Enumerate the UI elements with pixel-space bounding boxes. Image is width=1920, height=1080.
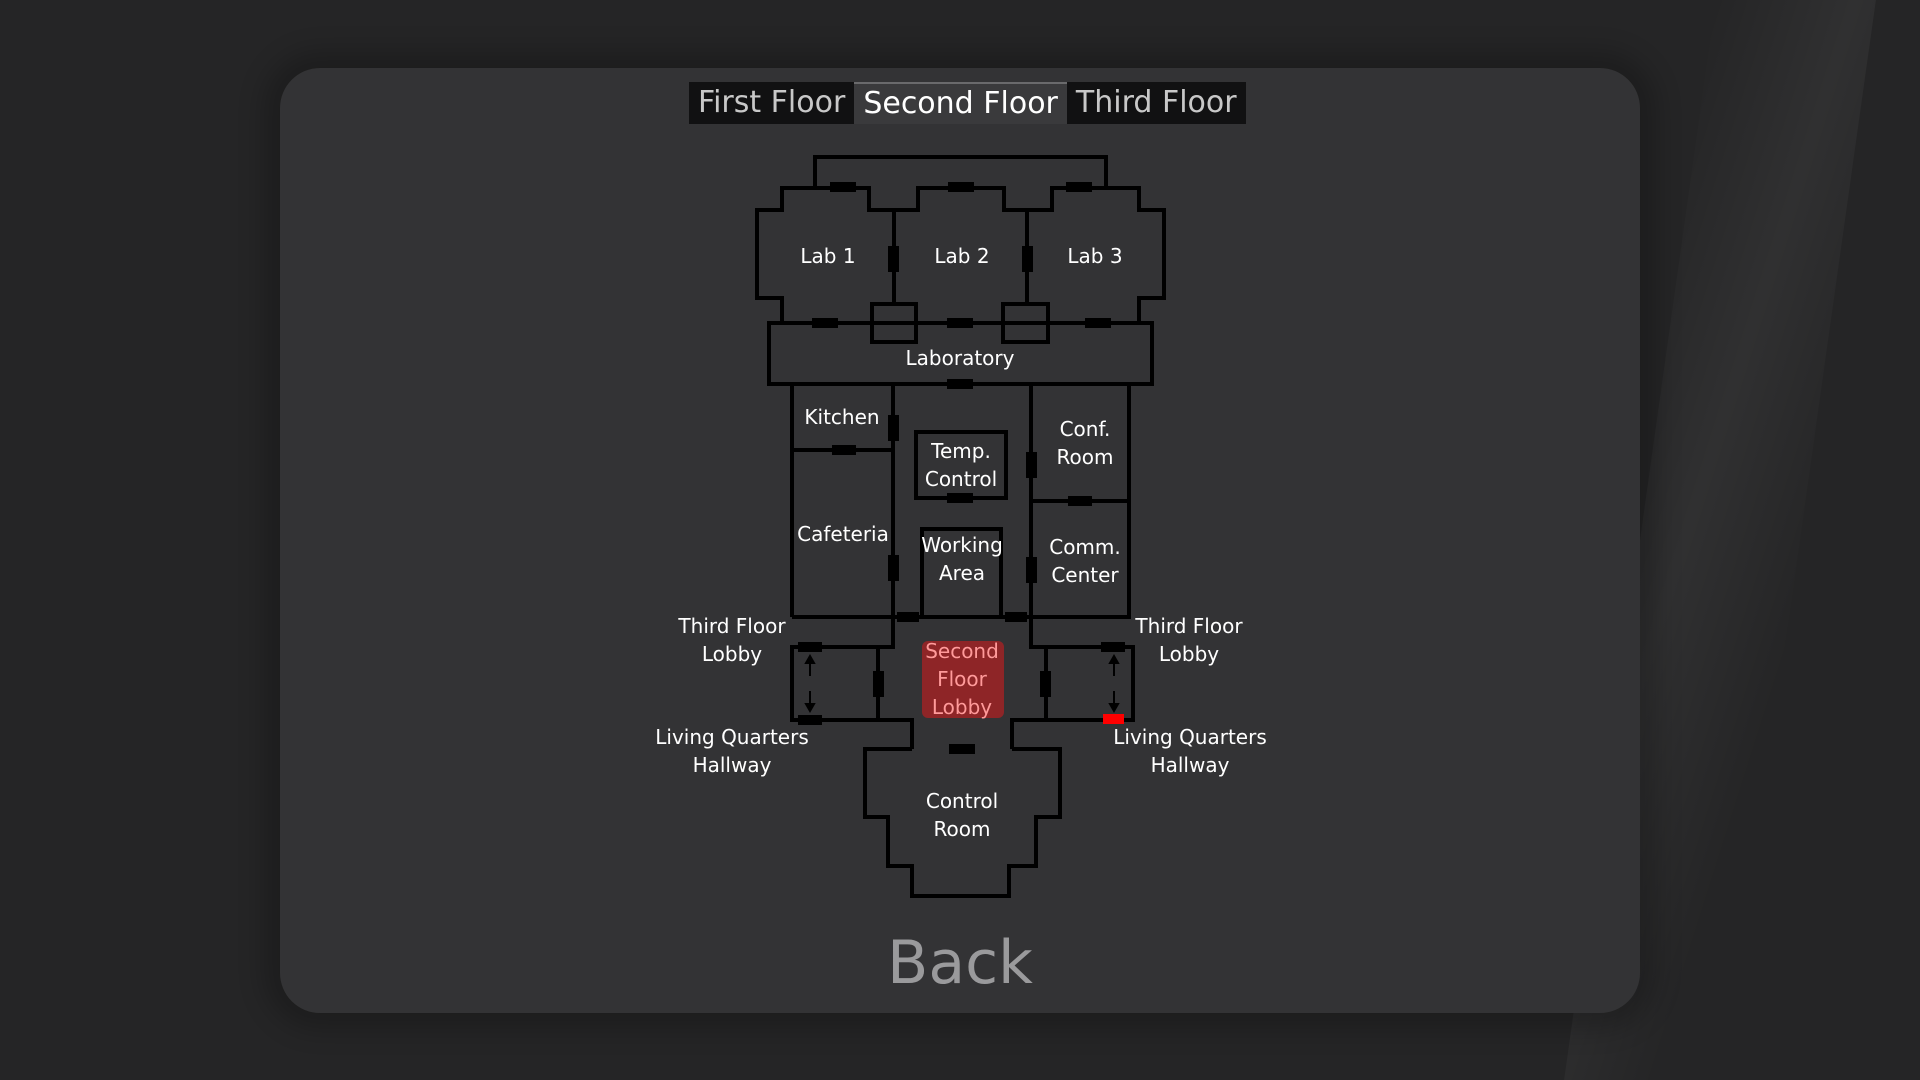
- tab-third-floor[interactable]: Third Floor: [1075, 85, 1237, 120]
- door: [949, 744, 975, 754]
- working-area-wall: [920, 527, 1003, 619]
- control-room-wall: [863, 747, 1062, 898]
- door: [1026, 557, 1037, 583]
- room-cafeteria[interactable]: Cafeteria: [797, 522, 889, 546]
- room-third-floor-lobby-right[interactable]: Third Floor Lobby: [1135, 614, 1243, 666]
- room-lab-2[interactable]: Lab 2: [934, 244, 990, 268]
- room-working-area[interactable]: Working Area: [921, 533, 1003, 585]
- door: [812, 318, 838, 328]
- room-kitchen[interactable]: Kitchen: [804, 405, 880, 429]
- lab1-left-wall: [755, 208, 784, 323]
- room-living-quarters-left[interactable]: Living Quarters Hallway: [655, 725, 809, 777]
- central-left-wall: [790, 384, 914, 749]
- door: [888, 555, 899, 581]
- door: [1026, 452, 1037, 478]
- door: [888, 415, 899, 441]
- room-comm-center[interactable]: Comm. Center: [1049, 535, 1121, 587]
- room-laboratory[interactable]: Laboratory: [905, 346, 1015, 370]
- door: [798, 642, 822, 652]
- door: [897, 612, 919, 622]
- room-living-quarters-right[interactable]: Living Quarters Hallway: [1113, 725, 1267, 777]
- room-third-floor-lobby-left[interactable]: Third Floor Lobby: [678, 614, 786, 666]
- door: [832, 445, 856, 455]
- player-marker: [1103, 714, 1124, 724]
- door: [947, 493, 973, 503]
- back-button[interactable]: Back: [887, 928, 1033, 998]
- door: [1101, 642, 1125, 652]
- door: [798, 715, 822, 725]
- floor-tabs: First Floor Second Floor Third Floor: [689, 82, 1246, 124]
- door: [1066, 182, 1092, 192]
- current-room-highlight: [922, 641, 1004, 718]
- lab3-wall: [1027, 186, 1166, 323]
- door: [873, 671, 884, 697]
- door: [948, 182, 974, 192]
- room-second-floor-lobby[interactable]: Second Floor Lobby: [925, 639, 999, 719]
- door: [1040, 671, 1051, 697]
- room-conf-room[interactable]: Conf. Room: [1056, 417, 1114, 469]
- door: [1005, 612, 1027, 622]
- room-lab-1[interactable]: Lab 1: [800, 244, 856, 268]
- top-corridor-wall: [813, 155, 1108, 188]
- central-right-lower: [1010, 617, 1135, 749]
- map-panel: [280, 68, 1640, 1013]
- door: [830, 182, 856, 192]
- room-control-room[interactable]: Control Room: [925, 789, 999, 841]
- door: [947, 379, 973, 389]
- door: [1068, 496, 1092, 506]
- door: [947, 318, 973, 328]
- tab-first-floor[interactable]: First Floor: [698, 85, 846, 120]
- door: [1085, 318, 1111, 328]
- room-lab-3[interactable]: Lab 3: [1067, 244, 1123, 268]
- room-temp-control[interactable]: Temp. Control: [924, 439, 998, 491]
- door: [888, 246, 899, 272]
- door: [1022, 246, 1033, 272]
- tab-second-floor[interactable]: Second Floor: [854, 82, 1067, 124]
